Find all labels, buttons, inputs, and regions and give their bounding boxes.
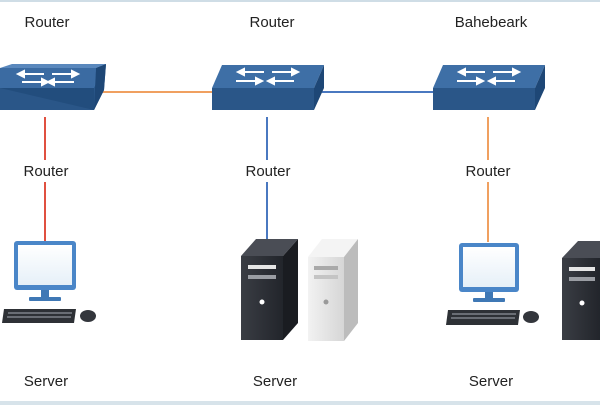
top-border (0, 0, 600, 2)
desktop-computer-icon (2, 241, 96, 323)
desktop-computer-icon (446, 243, 539, 325)
server-tower-icon (308, 239, 358, 341)
switch-icon (212, 65, 324, 110)
switch-label-right: Bahebeark (454, 14, 528, 31)
switch-label-left: Router (24, 14, 70, 31)
node-label-left: Server (23, 373, 69, 390)
node-label-right: Server (468, 373, 514, 390)
node-label-center: Server (252, 373, 298, 390)
link-label-right: Router (465, 163, 511, 180)
switch-label-center: Router (249, 14, 295, 31)
switch-icon (0, 64, 106, 110)
server-tower-icon (562, 241, 600, 340)
link-label-center: Router (245, 163, 291, 180)
bottom-border (0, 401, 600, 405)
server-tower-icon (241, 239, 298, 340)
link-label-left: Router (23, 163, 69, 180)
switch-icon (433, 65, 545, 110)
